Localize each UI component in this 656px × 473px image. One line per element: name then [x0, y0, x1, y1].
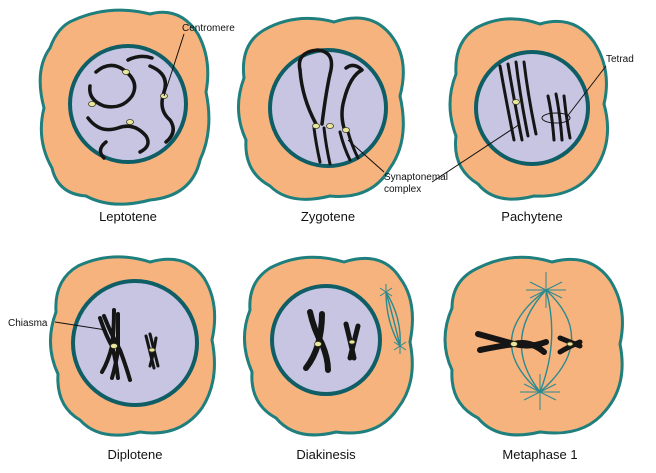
centromere-dot — [512, 99, 520, 105]
tetrad-leader — [565, 65, 607, 119]
centromere-dot — [148, 347, 156, 353]
stage-label: Leptotene — [99, 209, 157, 224]
leptotene-nucleus — [68, 44, 188, 164]
centromere-dot — [348, 339, 356, 345]
centromere-dot — [88, 101, 96, 107]
chiasma-leader — [54, 321, 107, 331]
aster-bottom — [393, 338, 407, 354]
centromere-dot — [122, 69, 130, 75]
synaptonemal-leader — [347, 139, 385, 173]
stage-label: Pachytene — [501, 209, 562, 224]
leptotene-chromosomes — [86, 54, 175, 160]
stage-leptotene: Centromere Leptotene — [38, 8, 235, 224]
aster-bottom — [520, 374, 560, 410]
centromere-dot — [312, 123, 320, 129]
centromere-dot — [566, 341, 574, 347]
stage-metaphase1: Metaphase 1 — [443, 255, 624, 462]
centromere-dot — [314, 341, 322, 347]
synaptonemal-label-line2: complex — [384, 184, 421, 195]
stage-zygotene: Synaptonemal complex Zygotene — [236, 16, 448, 224]
stage-label: Diakinesis — [296, 447, 356, 462]
synaptonemal-label-line1: Synaptonemal — [384, 172, 448, 183]
centromere-label: Centromere — [182, 23, 235, 34]
chiasma-label: Chiasma — [8, 318, 48, 329]
aster-top — [526, 272, 566, 308]
centromere-dot — [126, 119, 134, 125]
stage-diakinesis: Diakinesis — [242, 255, 414, 462]
centromere-dot — [326, 123, 334, 129]
centromere-dot — [110, 343, 118, 349]
zygotene-chromosomes — [297, 48, 364, 166]
stage-diplotene: Chiasma Diplotene — [8, 255, 217, 462]
stage-label: Zygotene — [301, 209, 355, 224]
stage-pachytene: Tetrad Pachytene — [431, 17, 634, 224]
centromere-dot — [510, 341, 518, 347]
tetrad-ring — [541, 112, 571, 124]
aster-top — [379, 284, 393, 300]
diakinesis-nucleus — [270, 284, 382, 396]
centromere-dot — [342, 127, 350, 133]
diplotene-nucleus — [71, 279, 199, 407]
tetrad-label: Tetrad — [606, 54, 634, 65]
synaptonemal-leader-2 — [431, 123, 521, 183]
stage-label: Diplotene — [108, 447, 163, 462]
diakinesis-spindle — [379, 284, 407, 354]
stage-label: Metaphase 1 — [502, 447, 577, 462]
centromere-leader — [163, 33, 185, 97]
zygotene-nucleus — [268, 48, 388, 168]
